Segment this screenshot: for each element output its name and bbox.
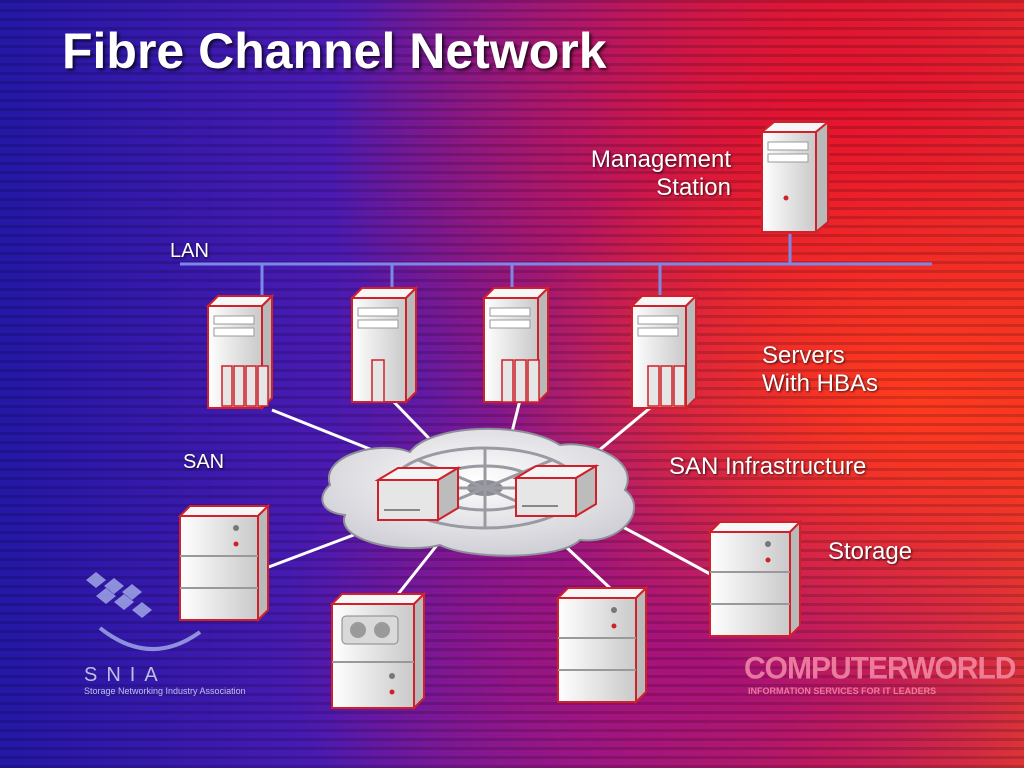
server-4-icon [629,293,699,411]
san-infrastructure-label: SAN Infrastructure [669,453,867,480]
lan-label: LAN [170,240,209,262]
storage-4-icon [707,519,803,639]
server-2-icon [349,285,419,405]
fc-switch-left [374,466,462,522]
storage-2-icon [329,591,427,711]
servers-label: Servers With HBAs [762,342,878,398]
management-station-icon [759,119,831,235]
computerworld-logo: COMPUTERWORLD [744,651,1016,686]
server-3-icon [481,285,551,405]
server-1-icon [205,293,275,411]
storage-3-icon [555,585,649,705]
slide-title: Fibre Channel Network [62,23,607,79]
lan-bus [180,234,932,300]
servers-label-line-1: Servers [762,342,845,369]
fc-switch-right [512,464,600,518]
snia-logo-icon [86,572,202,652]
storage-1-icon [177,503,271,623]
servers-label-line-2: With HBAs [762,370,879,397]
snia-logo-subtitle: Storage Networking Industry Association [84,686,246,696]
management-station-label-line-1: Management [590,146,731,173]
storage-label: Storage [828,538,913,565]
computerworld-tagline: INFORMATION SERVICES FOR IT LEADERS [748,686,937,696]
management-station-label-line-2: Station [656,174,731,201]
management-station-label: Management Station [555,146,731,202]
san-label: SAN [183,451,225,473]
snia-logo-text: SNIA [84,664,167,686]
